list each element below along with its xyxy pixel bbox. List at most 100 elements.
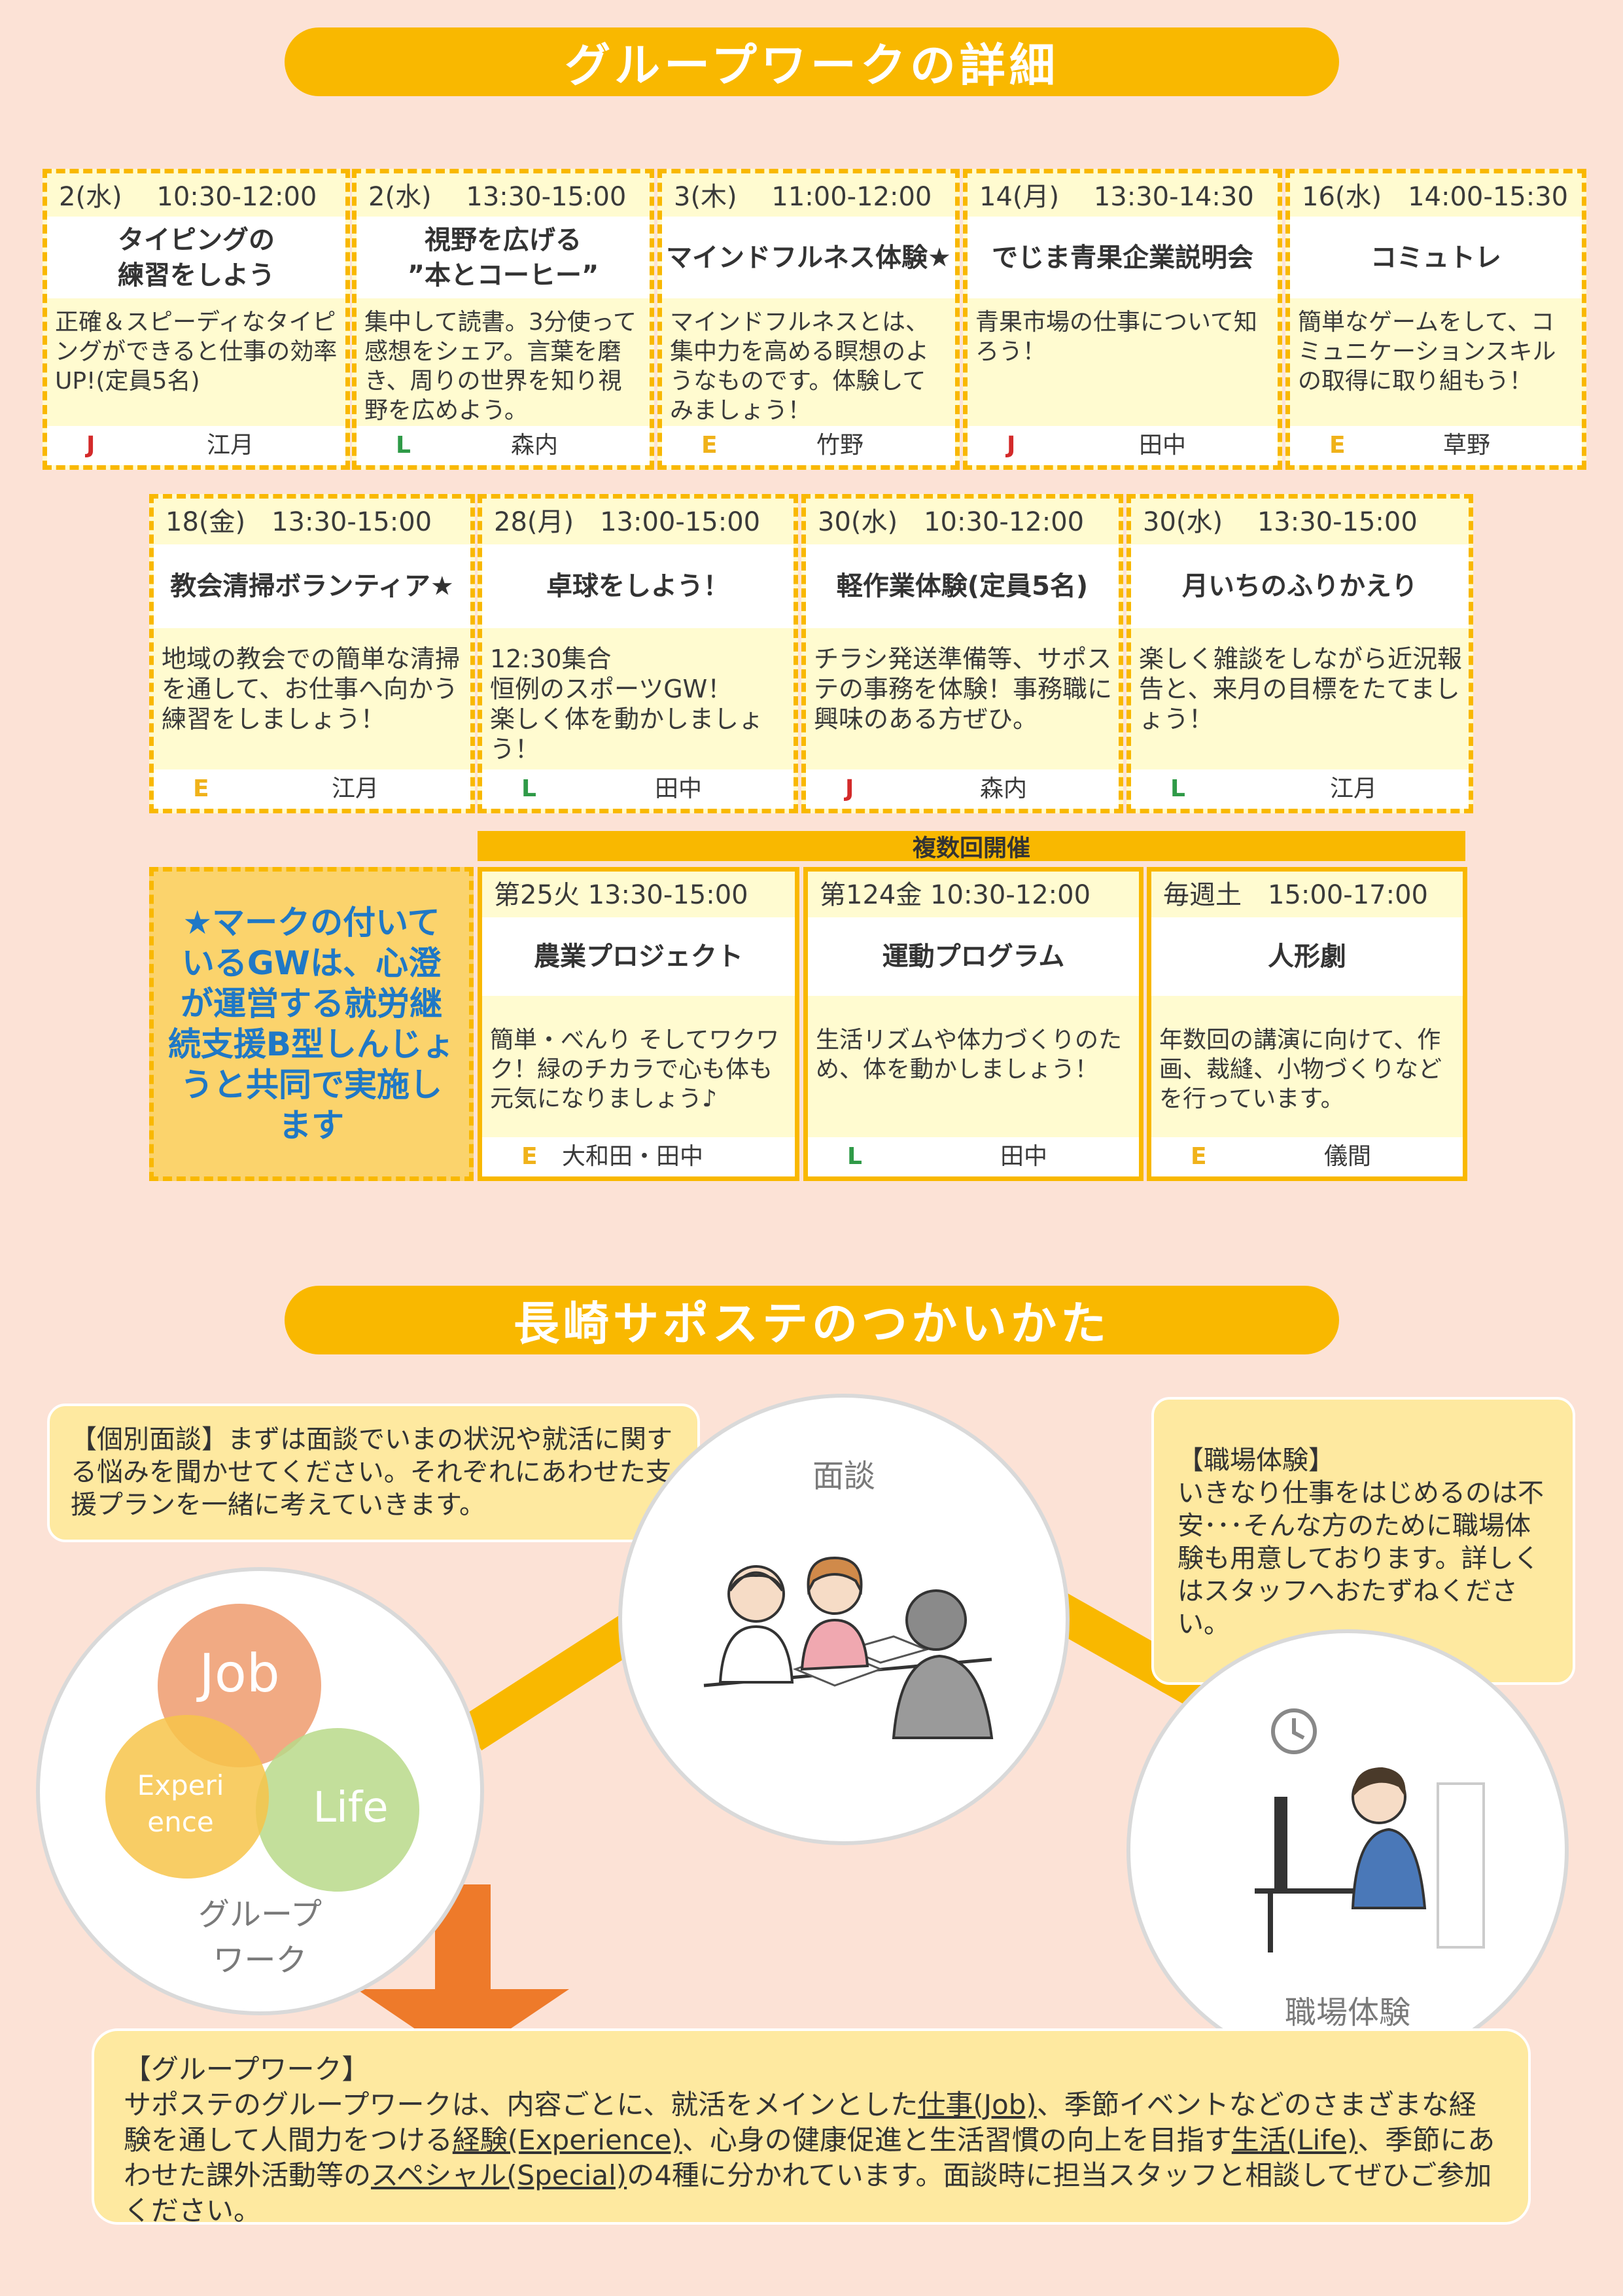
category-tag: L xyxy=(521,775,536,802)
interview-info-box: 【個別面談】まずは面談でいまの状況や就活に関する悩みを聞かせてください。それぞれ… xyxy=(47,1404,700,1542)
arrow-head xyxy=(357,1989,569,2061)
card-title: コミュトレ xyxy=(1290,217,1582,298)
card-time: 第124金 10:30-12:00 xyxy=(820,880,1091,910)
category-tag: L xyxy=(1170,775,1185,802)
category-tag: E xyxy=(193,775,209,802)
card-time: 2(水) 10:30-12:00 xyxy=(59,182,317,212)
staff-name: 森内 xyxy=(979,775,1027,802)
card-footer: L 田中 xyxy=(808,1137,1139,1176)
card-title: 運動プログラム xyxy=(808,917,1139,996)
card-time: 30(水) 10:30-12:00 xyxy=(818,507,1085,537)
gw-text-3: 、心身の健康促進と生活習慣の向上を目指す xyxy=(682,2124,1232,2156)
schedule-card: 2(水) 13:30-15:00 視野を広げる ”本とコーヒー” 集中して読書。3分使… xyxy=(352,169,654,470)
schedule-card: 30(水) 10:30-12:00 軽作業体験(定員5名) チラシ発送準備等、サポス… xyxy=(801,494,1123,813)
card-description: マインドフルネスとは、集中力を高める瞑想のようなものです。体験してみましょう！ xyxy=(670,309,930,424)
card-title-line: タイピングの xyxy=(118,224,275,255)
schedule-card: 18(金) 13:30-15:00 教会清掃ボランティア★ 地域の教会での簡単な清掃… xyxy=(149,494,475,813)
schedule-card: 16(水) 14:00-15:30 コミュトレ簡単なゲームをして、コミュニケーショ… xyxy=(1285,169,1586,470)
staff-name: 大和田・田中 xyxy=(561,1143,703,1170)
card-title: タイピングの練習をしよう xyxy=(47,217,345,298)
card-description: 青果市場の仕事について知ろう！ xyxy=(975,309,1257,365)
card-title: 視野を広げる ”本とコーヒー” xyxy=(357,217,650,298)
card-time: 28(月) 13:00-15:00 xyxy=(494,507,761,537)
workplace-illustration xyxy=(1255,1708,1485,1952)
groupwork-heading: 【グループワーク】 xyxy=(124,2053,370,2085)
card-title-line: 練習をしよう xyxy=(118,260,275,291)
groupwork-text: サポステのグループワークは、内容ごとに、就活をメインとした仕事(Job)、季節イ… xyxy=(124,2087,1499,2229)
card-title-line: ”本とコーヒー” xyxy=(407,260,599,291)
card-title-line: 視野を広げる xyxy=(424,224,582,255)
card-time: 16(水) 14:00-15:30 xyxy=(1302,182,1569,212)
card-description: 生活リズムや体力づくりのため、体を動かしましょう！ xyxy=(816,1027,1123,1083)
venn-experience: Experi ence xyxy=(137,1769,224,1838)
staff-name: 儀間 xyxy=(1323,1143,1371,1170)
card-description: 集中して読書。3分使って感想をシェア。言葉を磨き、周りの世界を知り視野を広めよう… xyxy=(364,309,637,424)
card-title: 軽作業体験(定員5名) xyxy=(806,544,1119,628)
interview-label: 面談 xyxy=(812,1458,875,1494)
card-title: 人形劇 xyxy=(1151,917,1463,996)
workplace-label: 職場体験 xyxy=(1284,1994,1410,2031)
venn-label: グループ ワーク xyxy=(198,1896,323,1979)
schedule-card: 28(月) 13:00-15:00 卓球をしよう！ 12:30集合 恒例のスポーツG… xyxy=(478,494,798,813)
gw-job: 仕事(Job) xyxy=(918,2089,1037,2121)
card-title-line: マインドフルネス体験★ xyxy=(666,242,951,273)
card-footer: J 田中 xyxy=(968,426,1278,465)
staff-name: 森内 xyxy=(510,432,558,459)
gw-text-4: 、季節にあわせた課外活動等の xyxy=(124,2124,1495,2191)
card-description: 地域の教会での簡単な清掃を通して、お仕事へ向かう練習をしましょう！ xyxy=(162,645,461,733)
schedule-card: 30(水) 13:30-15:00 月いちのふりかえり楽しく雑談をしながら近況報告… xyxy=(1126,494,1473,813)
card-footer: E 江月 xyxy=(154,769,470,809)
category-tag: E xyxy=(1191,1143,1207,1170)
gw-text-2: 、季節イベントなどのさまざまな経験を通して人間力をつける xyxy=(124,2089,1476,2156)
staff-name: 田中 xyxy=(1000,1143,1047,1170)
category-tag: J xyxy=(1007,432,1016,459)
staff-name: 草野 xyxy=(1442,432,1490,459)
category-tag: L xyxy=(847,1143,862,1170)
card-description: 簡単・べんり そしてワクワク！緑のチカラで心も体も元気になりましょう♪ xyxy=(490,1027,780,1112)
card-title: マインドフルネス体験★ xyxy=(662,217,955,298)
card-description: 12:30集合 恒例のスポーツGW！ 楽しく体を動かしましょう！ xyxy=(490,645,764,764)
staff-name: 田中 xyxy=(1138,432,1186,459)
card-time: 2(水) 13:30-15:00 xyxy=(368,182,627,212)
card-title-line: 人形劇 xyxy=(1268,942,1346,972)
card-footer: L 田中 xyxy=(482,769,794,809)
staff-name: 江月 xyxy=(331,775,379,802)
gw-special: スペシャル(Special) xyxy=(371,2159,627,2191)
card-title-line: コミュトレ xyxy=(1370,242,1501,273)
card-description: 年数回の講演に向けて、作画、裁縫、小物づくりなどを行っています。 xyxy=(1159,1027,1442,1112)
staff-name: 田中 xyxy=(654,775,702,802)
card-description: チラシ発送準備等、サポステの事務を体験！事務職に興味のある方ぜひ。 xyxy=(814,645,1113,733)
category-tag: J xyxy=(845,775,854,802)
schedule-card: 毎週土 15:00-17:00 人形劇年数回の講演に向けて、作画、裁縫、小物づくり… xyxy=(1147,867,1467,1181)
card-description: 楽しく雑談をしながら近況報告と、来月の目標をたてましょう！ xyxy=(1139,645,1463,733)
card-title: 卓球をしよう！ xyxy=(482,544,794,628)
gw-life: 生活(Life) xyxy=(1231,2124,1358,2156)
card-description: 簡単なゲームをして、コミュニケーションスキルの取得に取り組もう！ xyxy=(1298,309,1556,395)
card-title-line: 軽作業体験(定員5名) xyxy=(836,571,1089,601)
schedule-card: 第25火 13:30-15:00 農業プロジェクト簡単・べんり そしてワクワク！緑… xyxy=(478,867,799,1181)
card-footer: J 森内 xyxy=(806,769,1119,809)
card-time: 30(水) 13:30-15:00 xyxy=(1143,507,1418,537)
star-mark-note: ★マークの付いているGWは、心澄が運営する就労継続支援B型しんじょうと共同で実施… xyxy=(149,867,474,1181)
gw-text-1: サポステのグループワークは、内容ごとに、就活をメインとした xyxy=(124,2089,918,2121)
card-time: 18(金) 13:30-15:00 xyxy=(166,507,432,537)
card-title: 月いちのふりかえり xyxy=(1131,544,1469,628)
card-time: 14(月) 13:30-14:30 xyxy=(979,182,1254,212)
card-time: 第25火 13:30-15:00 xyxy=(494,880,748,910)
card-title-line: 月いちのふりかえり xyxy=(1182,571,1418,601)
category-tag: E xyxy=(1329,432,1346,459)
venn-life: Life xyxy=(313,1784,389,1832)
workplace-circle: 職場体験 xyxy=(1126,1629,1569,2072)
section-title-howto: 長崎サポステのつかいかた xyxy=(285,1286,1339,1354)
category-tag: L xyxy=(396,432,411,459)
card-footer: E 儀間 xyxy=(1151,1137,1463,1176)
card-title: 農業プロジェクト xyxy=(482,917,795,996)
interview-illustration xyxy=(703,1556,994,1739)
card-time: 毎週土 15:00-17:00 xyxy=(1163,880,1428,910)
category-tag: J xyxy=(86,432,96,459)
card-title: 教会清掃ボランティア★ xyxy=(154,544,470,628)
